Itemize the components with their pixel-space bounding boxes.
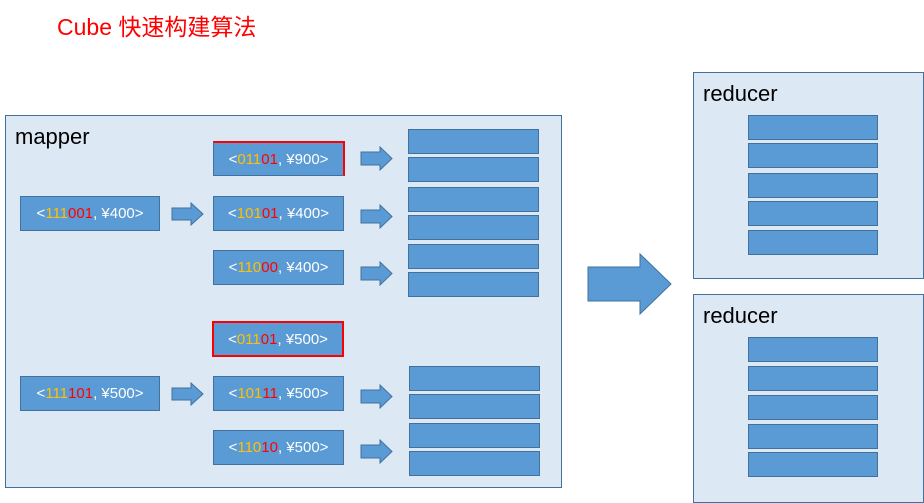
dims-yellow: 101	[236, 205, 262, 222]
dims-red: 001	[68, 205, 94, 222]
reducer-result-bar	[748, 452, 878, 477]
kv-prefix: <	[228, 385, 238, 402]
mapper-result-bar	[409, 423, 540, 448]
dims-yellow: 011	[237, 150, 262, 168]
arrow-right-icon	[360, 439, 393, 464]
kv-suffix: , ¥500>	[93, 385, 144, 402]
reducer-label: reducer	[703, 81, 778, 106]
reducer-result-bar	[748, 230, 878, 255]
dims-red: 01	[260, 330, 278, 348]
dims-red: 10	[261, 439, 278, 456]
reducer-result-bar	[748, 201, 878, 226]
mapper-result-bar	[408, 157, 539, 182]
kv-prefix: <	[228, 330, 237, 348]
kv-suffix: , ¥400>	[278, 205, 329, 222]
kv-suffix: , ¥500>	[277, 439, 329, 456]
mapper-result-bar	[408, 272, 539, 297]
arrow-right-icon	[360, 261, 393, 286]
dims-red: 00	[261, 259, 278, 276]
arrow-right-icon	[171, 382, 204, 406]
reducer-result-bar	[748, 424, 878, 449]
dims-red: 101	[68, 385, 94, 402]
mapper-result-bar	[408, 215, 539, 240]
mapper-label: mapper	[15, 124, 90, 149]
kv-suffix: , ¥900>	[277, 150, 329, 168]
dims-red: 01	[261, 150, 278, 168]
reducer-result-bar	[748, 173, 878, 198]
arrow-right-icon	[360, 204, 393, 229]
arrow-right-icon	[360, 384, 393, 409]
reducer-result-bar	[748, 337, 878, 362]
dims-red: 01	[261, 205, 279, 222]
mapper-result-bar	[409, 366, 540, 391]
dims-yellow: 110	[237, 259, 262, 276]
mapper-result-bar	[408, 187, 539, 212]
kv-prefix: <	[36, 205, 46, 222]
kv-prefix: <	[228, 259, 238, 276]
arrow-right-icon	[171, 202, 204, 226]
dims-yellow: 111	[45, 205, 69, 222]
kv-suffix: , ¥400>	[277, 259, 329, 276]
kv-prefix: <	[36, 385, 46, 402]
dims-yellow: 101	[237, 385, 263, 402]
reducer-result-bar	[748, 395, 878, 420]
reducer-result-bar	[748, 115, 878, 140]
mapper-result-bar	[409, 451, 540, 476]
kv-suffix: , ¥500>	[277, 385, 329, 402]
dims-yellow: 110	[237, 439, 262, 456]
mapper-result-bar	[409, 394, 540, 419]
mapper-result-bar	[408, 129, 539, 154]
dims-yellow: 111	[45, 385, 69, 402]
mapper-result-bar	[408, 244, 539, 269]
arrow-right-icon	[360, 146, 393, 171]
reducer-label: reducer	[703, 303, 778, 328]
kv-prefix: <	[228, 205, 237, 222]
kv-suffix: , ¥500>	[277, 330, 328, 348]
kv-prefix: <	[228, 439, 238, 456]
reducer-result-bar	[748, 366, 878, 391]
kv-prefix: <	[228, 150, 238, 168]
kv-suffix: , ¥400>	[93, 205, 144, 222]
shuffle-arrow-icon	[587, 253, 672, 315]
diagram-title: Cube 快速构建算法	[57, 14, 257, 40]
dims-yellow: 011	[236, 330, 261, 348]
reducer-result-bar	[748, 143, 878, 168]
dims-red: 11	[262, 385, 278, 402]
